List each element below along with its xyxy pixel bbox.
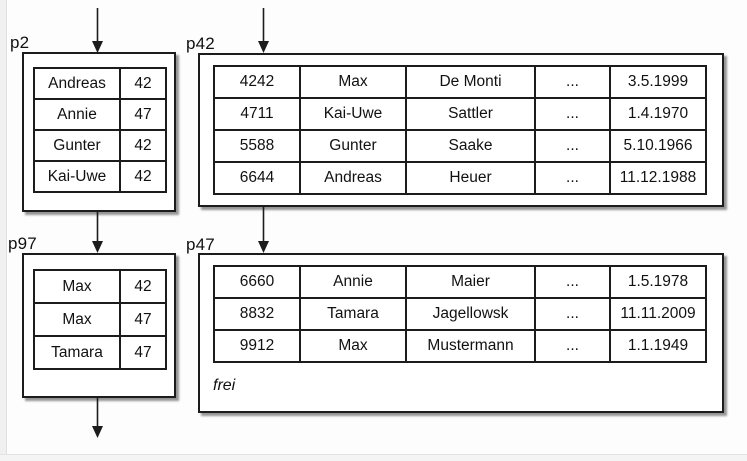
arrow-p2-to-p97 bbox=[92, 212, 103, 253]
page-box-p97: Max 42 Max 47 Tamara 47 bbox=[22, 253, 176, 398]
table-row: Max 42 bbox=[33, 269, 167, 304]
record-id-cell: 6660 bbox=[239, 273, 275, 290]
record-lastname-cell: Sattler bbox=[405, 99, 534, 129]
record-id-cell: 8832 bbox=[239, 305, 275, 322]
table-row: Kai-Uwe 42 bbox=[33, 160, 167, 193]
arrow-out-of-p97 bbox=[92, 398, 103, 438]
record-ellipsis-cell: ... bbox=[534, 331, 609, 361]
record-lastname-cell: Jagellowsk bbox=[405, 299, 534, 329]
index-key-cell: Kai-Uwe bbox=[47, 167, 107, 185]
table-row: Tamara 47 bbox=[33, 335, 167, 370]
record-id-cell: 6644 bbox=[239, 169, 275, 186]
record-firstname-cell: Max bbox=[299, 67, 405, 97]
record-firstname-cell: Kai-Uwe bbox=[299, 99, 405, 129]
record-date-cell: 11.12.1988 bbox=[609, 163, 705, 193]
table-row: 5588 Gunter Saake ... 5.10.1966 bbox=[213, 129, 707, 163]
table-row: Gunter 42 bbox=[33, 129, 167, 162]
record-ellipsis-cell: ... bbox=[534, 163, 609, 193]
index-key-cell: Annie bbox=[57, 105, 97, 123]
page-box-p2: Andreas 42 Annie 47 Gunter 42 Kai-Uwe 42 bbox=[22, 52, 176, 212]
index-key-cell: Max bbox=[62, 310, 92, 328]
table-row: Annie 47 bbox=[33, 98, 167, 131]
arrow-into-p2 bbox=[92, 8, 103, 53]
record-ellipsis-cell: ... bbox=[534, 131, 609, 161]
record-firstname-cell: Gunter bbox=[299, 131, 405, 161]
record-date-cell: 3.5.1999 bbox=[609, 67, 705, 97]
record-firstname-cell: Tamara bbox=[299, 299, 405, 329]
record-table-p47: 6660 Annie Maier ... 1.5.1978 8832 Tamar… bbox=[213, 265, 707, 363]
record-ellipsis-cell: ... bbox=[534, 67, 609, 97]
table-row: 6660 Annie Maier ... 1.5.1978 bbox=[213, 265, 707, 299]
table-row: 6644 Andreas Heuer ... 11.12.1988 bbox=[213, 161, 707, 195]
record-firstname-cell: Andreas bbox=[299, 163, 405, 193]
index-key-cell: Gunter bbox=[53, 136, 101, 154]
record-id-cell: 4242 bbox=[239, 73, 275, 90]
table-row: 8832 Tamara Jagellowsk ... 11.11.2009 bbox=[213, 297, 707, 331]
record-date-cell: 1.5.1978 bbox=[609, 267, 705, 297]
record-ellipsis-cell: ... bbox=[534, 299, 609, 329]
record-lastname-cell: Maier bbox=[405, 267, 534, 297]
record-firstname-cell: Max bbox=[299, 331, 405, 361]
index-pointer-cell: 42 bbox=[119, 162, 165, 191]
table-row: 9912 Max Mustermann ... 1.1.1949 bbox=[213, 329, 707, 363]
arrow-p42-to-p47 bbox=[258, 207, 269, 253]
record-date-cell: 11.11.2009 bbox=[609, 299, 705, 329]
record-lastname-cell: Saake bbox=[405, 131, 534, 161]
table-row: 4242 Max De Monti ... 3.5.1999 bbox=[213, 65, 707, 99]
table-row: Max 47 bbox=[33, 302, 167, 337]
index-key-cell: Andreas bbox=[48, 74, 106, 92]
table-row: Andreas 42 bbox=[33, 67, 167, 100]
slide-left-margin bbox=[0, 0, 7, 460]
index-table-p97: Max 42 Max 47 Tamara 47 bbox=[33, 269, 167, 370]
page-label-p47: p47 bbox=[186, 235, 215, 254]
index-key-cell: Tamara bbox=[51, 343, 103, 361]
record-date-cell: 5.10.1966 bbox=[609, 131, 705, 161]
page-box-p47: 6660 Annie Maier ... 1.5.1978 8832 Tamar… bbox=[198, 253, 724, 413]
record-lastname-cell: Heuer bbox=[405, 163, 534, 193]
index-pointer-cell: 47 bbox=[119, 337, 165, 368]
index-pointer-cell: 42 bbox=[119, 131, 165, 160]
index-key-cell: Max bbox=[62, 277, 92, 295]
index-pointer-cell: 42 bbox=[119, 69, 165, 98]
record-firstname-cell: Annie bbox=[299, 267, 405, 297]
page-label-p42: p42 bbox=[186, 34, 215, 53]
record-date-cell: 1.1.1949 bbox=[609, 331, 705, 361]
index-pointer-cell: 47 bbox=[119, 100, 165, 129]
record-ellipsis-cell: ... bbox=[534, 99, 609, 129]
record-id-cell: 9912 bbox=[239, 337, 275, 354]
page-box-p42: 4242 Max De Monti ... 3.5.1999 4711 Kai-… bbox=[198, 53, 724, 207]
index-table-p2: Andreas 42 Annie 47 Gunter 42 Kai-Uwe 42 bbox=[33, 67, 167, 193]
page-label-p2: p2 bbox=[10, 33, 30, 52]
record-id-cell: 5588 bbox=[239, 137, 275, 154]
index-pointer-cell: 47 bbox=[119, 304, 165, 335]
page-label-p97: p97 bbox=[8, 234, 37, 253]
record-lastname-cell: Mustermann bbox=[405, 331, 534, 361]
record-ellipsis-cell: ... bbox=[534, 267, 609, 297]
free-space-label: frei bbox=[213, 377, 236, 394]
arrow-into-p42 bbox=[258, 8, 269, 53]
record-id-cell: 4711 bbox=[240, 105, 274, 122]
record-lastname-cell: De Monti bbox=[405, 67, 534, 97]
record-date-cell: 1.4.1970 bbox=[609, 99, 705, 129]
record-table-p42: 4242 Max De Monti ... 3.5.1999 4711 Kai-… bbox=[213, 65, 707, 195]
index-pointer-cell: 42 bbox=[119, 271, 165, 302]
slide-bottom-margin bbox=[0, 454, 747, 461]
table-row: 4711 Kai-Uwe Sattler ... 1.4.1970 bbox=[213, 97, 707, 131]
